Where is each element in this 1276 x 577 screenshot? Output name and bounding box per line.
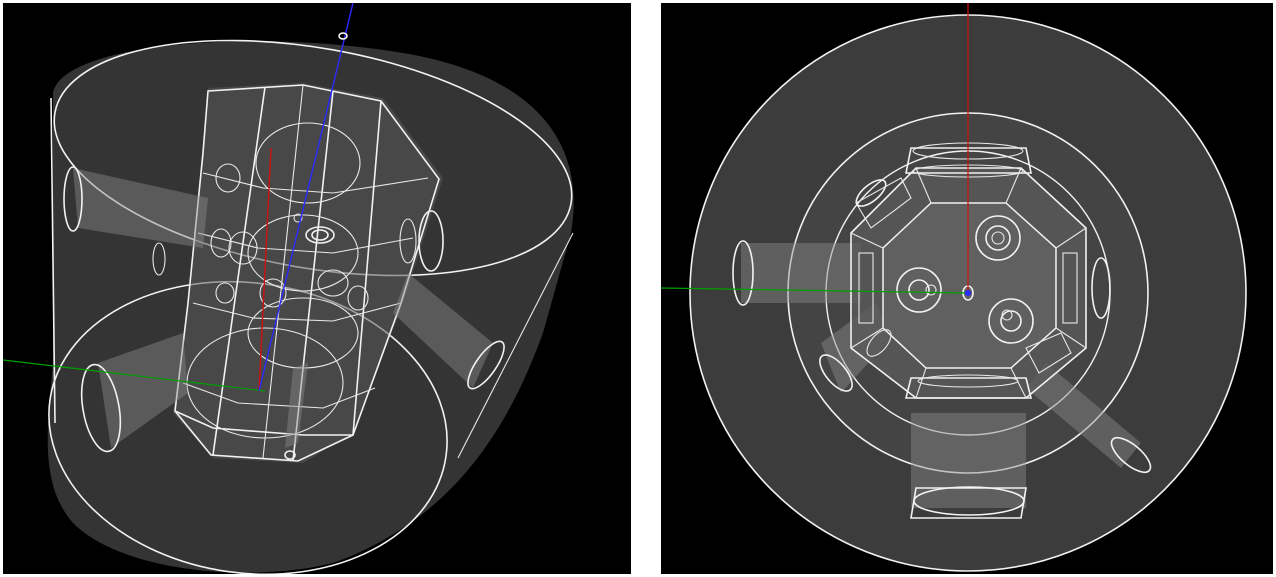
port-circle	[247, 214, 359, 292]
z-axis-point	[965, 290, 971, 296]
feedthrough-upper-right-core	[991, 231, 1005, 245]
tube-bottom	[285, 363, 308, 448]
small-port	[215, 282, 235, 304]
small-port	[317, 269, 349, 297]
chamber-edge	[292, 90, 334, 462]
small-port	[228, 231, 258, 265]
tube-left	[741, 243, 861, 303]
octagon-spoke	[850, 327, 884, 349]
viewport-top[interactable]	[661, 3, 1273, 574]
port-circle	[255, 122, 361, 204]
port-upper-left-flange	[855, 179, 887, 207]
small-port	[215, 163, 241, 193]
chamber-ring	[197, 232, 414, 254]
chamber-edge	[352, 100, 382, 436]
x-axis-line	[3, 359, 266, 392]
axis-marker	[338, 32, 348, 40]
octagon-spoke	[1010, 367, 1027, 399]
tube-right-lower	[393, 273, 493, 388]
port-box-right	[1062, 252, 1078, 324]
inner-chamber-outline	[174, 84, 440, 462]
chamber-ring	[182, 382, 376, 409]
tube-right-upper-flange	[418, 210, 444, 272]
outer-cylinder-edge-left	[50, 97, 56, 424]
tube-left-upper	[73, 168, 208, 248]
chamber-ring-bottom	[174, 410, 353, 436]
tube-left-upper-flange	[63, 166, 83, 232]
bottom-port	[284, 450, 296, 460]
feedthrough-circle	[305, 226, 335, 244]
tube-right-diag-flange	[1110, 436, 1152, 474]
tube-left-flange	[732, 240, 754, 306]
tube-left-diag-flange	[819, 354, 853, 392]
port-right-flange	[1091, 257, 1111, 319]
top-wireframe	[661, 3, 1247, 572]
octagon-spoke	[1055, 227, 1087, 249]
feedthrough-left-core	[925, 284, 937, 296]
port-box-lower-right	[1025, 332, 1072, 374]
octagon-spoke	[850, 232, 884, 249]
feedthrough-upper-right	[975, 215, 1021, 261]
port-box-left	[858, 252, 874, 324]
perspective-wireframe	[3, 3, 574, 574]
feedthrough-inner	[311, 229, 329, 241]
chamber-ring	[202, 172, 429, 194]
small-port	[347, 285, 369, 311]
side-port	[399, 218, 417, 264]
x-axis-line	[661, 287, 969, 294]
feedthrough-lower-right-inner	[1000, 310, 1022, 332]
small-port	[259, 278, 287, 308]
outer-cylinder-edge-right	[457, 232, 574, 459]
port-box-top	[905, 147, 1032, 174]
port-box-bottom	[904, 377, 1033, 399]
octagon-spoke	[1055, 327, 1087, 349]
y-axis-line	[258, 147, 272, 392]
chamber-edge	[262, 84, 304, 459]
tube-right-lower-flange	[467, 340, 505, 390]
port-circle	[247, 297, 359, 369]
tube-bottom-flange	[913, 486, 1025, 516]
port-circle	[186, 327, 344, 439]
small-port	[293, 213, 303, 223]
port-bottom-rim	[917, 374, 1019, 388]
feedthrough-left	[896, 267, 942, 313]
feedthrough-lower-right	[988, 298, 1034, 344]
z-axis-line	[258, 3, 354, 392]
chamber-edge	[212, 86, 266, 456]
chamber-ring	[192, 302, 402, 322]
port-lower-left-flange	[866, 329, 892, 357]
feedthrough-lower-right-core	[1001, 309, 1013, 321]
tube-left-lower-flange	[80, 363, 122, 453]
feedthrough-left-inner	[908, 279, 930, 301]
small-port	[210, 228, 232, 258]
viewport-perspective[interactable]	[3, 3, 631, 574]
small-flange	[152, 242, 166, 276]
feedthrough-upper-right-inner	[985, 225, 1011, 251]
tube-bottom	[911, 413, 1026, 508]
